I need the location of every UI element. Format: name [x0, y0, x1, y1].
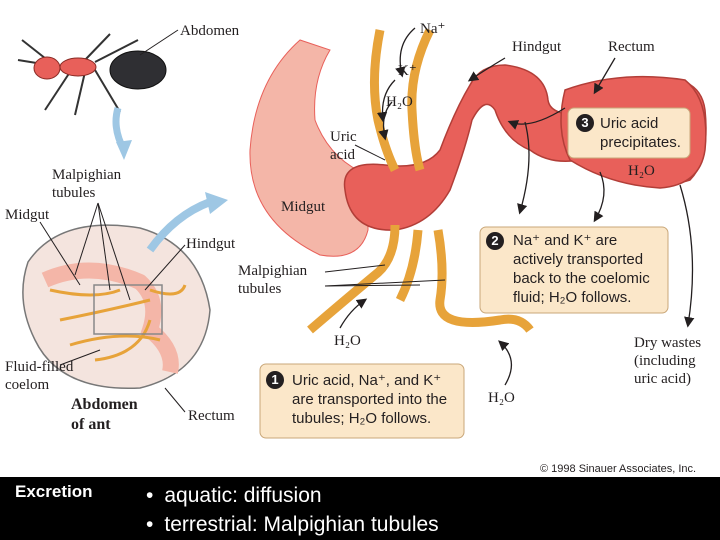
label-hindgut-right: Hindgut — [512, 39, 562, 55]
step-2-line1: Na⁺ and K⁺ are — [513, 232, 617, 249]
ant-excretion-diagram: Abdomen Malpighian tubules Midgut Hindgu… — [0, 0, 720, 477]
bottom-caption-bar: Excretion aquatic: diffusion terrestrial… — [0, 477, 720, 540]
label-dry-wastes-line3: uric acid) — [634, 371, 691, 387]
step-box-3: 3 Uric acid precipitates. — [568, 108, 690, 158]
step-2-line4: fluid; H₂O follows. — [513, 289, 631, 306]
label-malpighian-tubules-left-line1: Malpighian — [52, 167, 122, 183]
label-malpighian-tubules-right-line1: Malpighian — [238, 263, 308, 279]
step-2-line3: back to the coelomic — [513, 270, 650, 287]
step-box-1: 1 Uric acid, Na⁺, and K⁺ are transported… — [260, 364, 464, 438]
label-midgut-right: Midgut — [281, 199, 326, 215]
copyright-notice: © 1998 Sinauer Associates, Inc. — [540, 463, 696, 475]
caption-bullet-aquatic: aquatic: diffusion — [146, 481, 439, 510]
step-1-line2: are transported into the — [292, 391, 447, 408]
label-midgut-left: Midgut — [5, 207, 50, 223]
label-h2o-rectum: H₂O — [628, 163, 655, 179]
label-h2o-bottom: H₂O — [488, 390, 515, 406]
label-malpighian-tubules-left-line2: tubules — [52, 185, 95, 201]
step-3-line1: Uric acid — [600, 115, 658, 132]
caption-title: Excretion — [15, 482, 92, 502]
label-dry-wastes-line1: Dry wastes — [634, 335, 701, 351]
label-h2o-mid: H₂O — [334, 333, 361, 349]
label-malpighian-tubules-right-line2: tubules — [238, 281, 281, 297]
caption-bullet-terrestrial: terrestrial: Malpighian tubules — [146, 510, 439, 539]
label-na-top: Na⁺ — [420, 21, 445, 37]
step-box-2: 2 Na⁺ and K⁺ are actively transported ba… — [480, 227, 668, 313]
ant-illustration — [18, 34, 166, 115]
label-rectum-left: Rectum — [188, 408, 235, 424]
label-abdomen: Abdomen — [180, 23, 240, 39]
label-rectum-right: Rectum — [608, 39, 655, 55]
label-abdomen-of-ant-line1: Abdomen — [71, 396, 138, 413]
step-1-number: 1 — [271, 372, 278, 387]
label-hindgut-left: Hindgut — [186, 236, 236, 252]
step-1-line1: Uric acid, Na⁺, and K⁺ — [292, 372, 441, 389]
step-2-number: 2 — [491, 233, 498, 248]
label-uric-acid-line1: Uric — [330, 129, 357, 145]
step-1-line3: tubules; H₂O follows. — [292, 410, 431, 427]
step-3-number: 3 — [581, 115, 588, 130]
label-uric-acid-line2: acid — [330, 147, 355, 163]
label-dry-wastes-line2: (including — [634, 353, 696, 369]
label-fluid-coelom-line2: coelom — [5, 377, 49, 393]
caption-bullet-list: aquatic: diffusion terrestrial: Malpighi… — [146, 481, 439, 539]
label-abdomen-of-ant-line2: of ant — [71, 416, 111, 433]
step-3-line2: precipitates. — [600, 134, 681, 151]
step-2-line2: actively transported — [513, 251, 643, 268]
label-fluid-coelom-line1: Fluid-filled — [5, 359, 74, 375]
label-k-top: K⁺ — [398, 63, 417, 79]
label-h2o-top: H₂O — [386, 94, 413, 110]
